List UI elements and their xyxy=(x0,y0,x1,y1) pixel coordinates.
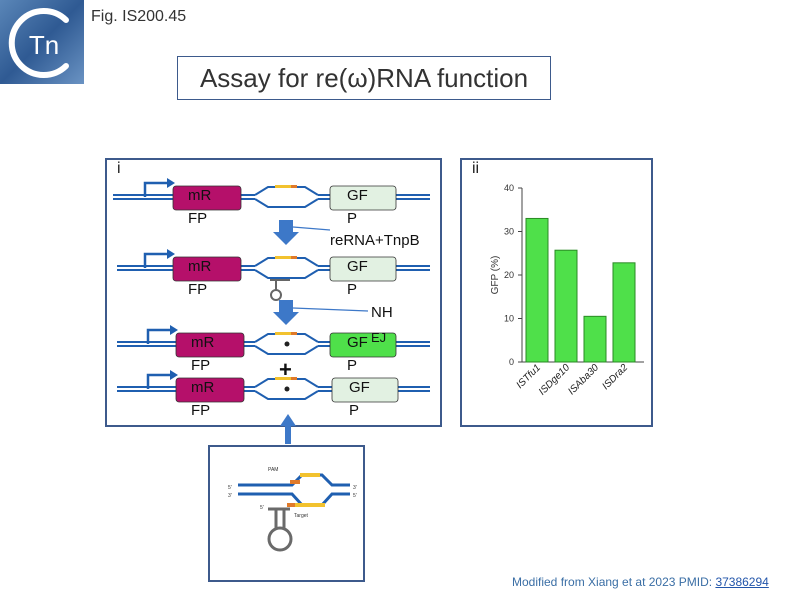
citation: Modified from Xiang et at 2023 PMID: 373… xyxy=(512,575,769,589)
down-arrow-1 xyxy=(273,220,299,245)
crispr-target-diagram: 5' 3' 3' 5' 5' PAM Target xyxy=(228,467,357,552)
promoter-arrow xyxy=(146,328,170,344)
pam-site xyxy=(291,256,297,259)
gfp-label-top: GF xyxy=(347,334,368,351)
gfp-label-bottom: P xyxy=(347,357,358,374)
three-prime-right: 3' xyxy=(353,485,357,491)
mrfp-label-top: mR xyxy=(191,379,215,396)
bar-istfu1 xyxy=(525,217,549,363)
tn-logo: Tn xyxy=(0,0,84,84)
repair-site xyxy=(284,341,290,347)
gfp-label-bottom: P xyxy=(349,402,360,419)
title-text: Assay for re(ω)RNA function xyxy=(199,62,529,93)
gfp-label-top: GF xyxy=(347,258,368,275)
x-tick-label: ISDra2 xyxy=(600,362,630,392)
y-tick-label: 30 xyxy=(504,227,514,237)
mrfp-label-top: mR xyxy=(191,334,215,351)
five-prime-right: 5' xyxy=(353,493,357,499)
page-title: Assay for re(ω)RNA function xyxy=(177,56,551,100)
logo-text: Tn xyxy=(29,30,59,60)
guide-rna xyxy=(270,279,290,290)
y-tick-label: 40 xyxy=(504,183,514,193)
citation-text: Modified from Xiang et at 2023 PMID: xyxy=(512,575,716,589)
plus-sign: + xyxy=(279,357,292,382)
target-site xyxy=(275,332,291,335)
panel-ii-label: ii xyxy=(472,160,480,177)
y-axis-label: GFP (%) xyxy=(490,256,501,295)
guide-rna-loop xyxy=(270,289,282,301)
bar-isaba30 xyxy=(583,315,607,363)
gfp-label-top: GF xyxy=(347,187,368,204)
gfp-gene-box xyxy=(329,185,397,211)
mrfp-gene-box xyxy=(175,377,245,403)
y-tick-label: 20 xyxy=(504,270,514,280)
up-arrow xyxy=(280,414,296,444)
pmid-link[interactable]: 37386294 xyxy=(715,575,769,589)
gfp-gene-box xyxy=(329,256,397,282)
target-site xyxy=(275,185,291,188)
panel-i-label: i xyxy=(117,160,121,177)
y-tick-label: 10 xyxy=(504,314,514,324)
mrfp-label-bottom: FP xyxy=(191,357,211,374)
pam-site xyxy=(291,332,297,335)
target-site xyxy=(275,256,291,259)
bar-isdra2 xyxy=(612,262,636,363)
pointer-line-1 xyxy=(292,226,331,231)
gfp-gene-box xyxy=(331,377,399,403)
gfp-label-bottom: P xyxy=(347,210,358,227)
gfp-label-top: GF xyxy=(349,379,370,396)
arrow1-label: reRNA+TnpB xyxy=(330,232,420,249)
pointer-line-2 xyxy=(292,307,369,312)
mrfp-label-top: mR xyxy=(188,258,212,275)
pam-label: PAM xyxy=(268,467,278,473)
down-arrow-2 xyxy=(273,300,299,325)
mrfp-label-bottom: FP xyxy=(191,402,211,419)
figure-label: Fig. IS200.45 xyxy=(91,8,187,25)
arrow2-label-a: NH xyxy=(371,304,393,321)
five-prime-rna: 5' xyxy=(260,505,264,511)
mrfp-gene-box xyxy=(175,332,245,358)
promoter-arrowhead xyxy=(170,325,178,335)
mrfp-gene-box xyxy=(172,256,242,282)
pam-site xyxy=(291,377,297,380)
target-site xyxy=(275,377,291,380)
three-prime-left: 3' xyxy=(228,493,232,499)
promoter-arrowhead xyxy=(167,178,175,188)
bar-isdge10 xyxy=(554,249,578,363)
mrfp-label-bottom: FP xyxy=(188,210,208,227)
five-prime-top: 5' xyxy=(228,485,232,491)
promoter-arrow xyxy=(146,373,170,389)
mrfp-label-bottom: FP xyxy=(188,281,208,298)
promoter-arrowhead xyxy=(170,370,178,380)
inset-panel: 5' 3' 3' 5' 5' PAM Target xyxy=(208,445,365,582)
mrfp-gene-box xyxy=(172,185,242,211)
x-tick-label: ISAba30 xyxy=(566,362,601,397)
target-label: Target xyxy=(294,513,309,519)
promoter-arrowhead xyxy=(167,249,175,259)
promoter-arrow xyxy=(143,252,167,268)
y-tick-label: 0 xyxy=(509,357,514,367)
pam-site xyxy=(291,185,297,188)
mrfp-label-top: mR xyxy=(188,187,212,204)
gfp-gene-box xyxy=(329,332,397,358)
gfp-label-bottom: P xyxy=(347,281,358,298)
repair-site xyxy=(284,386,290,392)
x-tick-label: ISDge10 xyxy=(537,362,573,398)
promoter-arrow xyxy=(143,181,167,197)
arrow2-label-b: EJ xyxy=(371,330,387,345)
